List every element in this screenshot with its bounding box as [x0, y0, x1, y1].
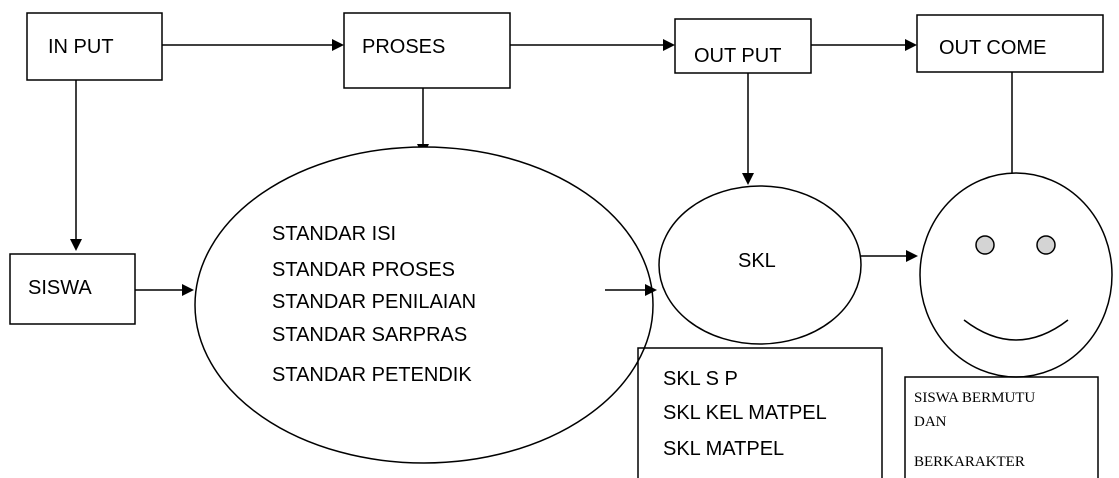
arrow-input-to-proses	[162, 39, 344, 51]
result-line: SISWA BERMUTU	[914, 390, 1035, 406]
proses-node: PROSES	[343, 12, 511, 89]
arrow-output-to-outcome	[811, 39, 917, 51]
arrow-proses-to-output	[510, 39, 675, 51]
standar-item: STANDAR SARPRAS	[272, 324, 467, 346]
skl-list-box: SKL S P SKL KEL MATPEL SKL MATPEL	[637, 347, 883, 478]
arrow-input-to-siswa	[70, 80, 82, 251]
result-line: DAN	[914, 414, 947, 430]
left-eye-icon	[975, 235, 995, 255]
smiley-face-icon	[919, 172, 1113, 378]
output-node: OUT PUT	[674, 18, 812, 74]
output-label: OUT PUT	[694, 45, 781, 67]
outcome-label: OUT COME	[939, 37, 1046, 59]
input-node: IN PUT	[26, 12, 163, 81]
standar-item: STANDAR PROSES	[272, 259, 455, 281]
result-line: BERKARAKTER	[914, 454, 1025, 470]
outcome-node: OUT COME	[916, 14, 1104, 73]
siswa-node: SISWA	[9, 253, 136, 325]
standar-item: STANDAR PETENDIK	[272, 364, 472, 386]
arrow-proses-to-standar	[417, 88, 429, 156]
arrow-siswa-to-standar	[135, 284, 194, 296]
smile-mouth-icon	[963, 319, 1069, 341]
skl-list-item: SKL KEL MATPEL	[663, 402, 827, 424]
skl-list-item: SKL MATPEL	[663, 438, 784, 460]
siswa-label: SISWA	[28, 277, 92, 299]
proses-label: PROSES	[362, 36, 445, 58]
right-eye-icon	[1036, 235, 1056, 255]
arrow-standar-to-skl	[605, 284, 657, 296]
arrow-skl-to-smiley	[861, 250, 918, 262]
input-label: IN PUT	[48, 36, 114, 58]
arrow-output-to-skl	[742, 73, 754, 185]
standar-ellipse: STANDAR ISI STANDAR PROSES STANDAR PENIL…	[194, 146, 654, 464]
standar-item: STANDAR ISI	[272, 223, 396, 245]
standar-item: STANDAR PENILAIAN	[272, 291, 476, 313]
result-box: SISWA BERMUTU DAN BERKARAKTER	[904, 376, 1099, 478]
standar-list: STANDAR ISI STANDAR PROSES STANDAR PENIL…	[272, 223, 476, 386]
skl-label: SKL	[738, 250, 776, 272]
skl-list-item: SKL S P	[663, 368, 738, 390]
skl-ellipse: SKL	[658, 185, 862, 345]
